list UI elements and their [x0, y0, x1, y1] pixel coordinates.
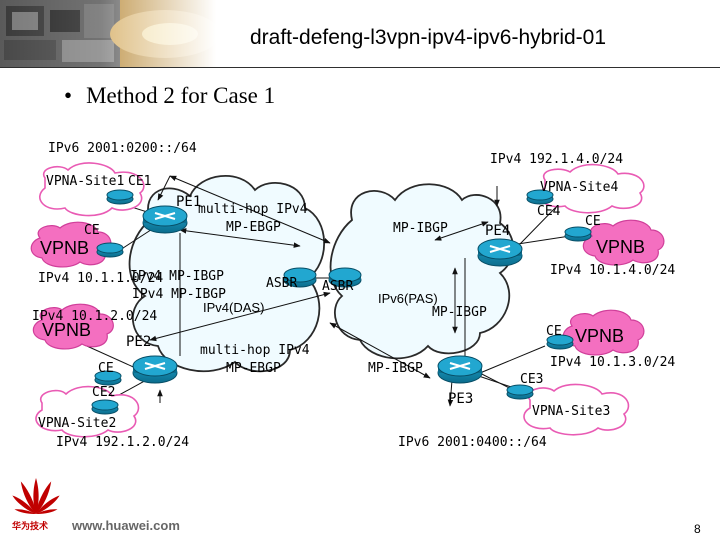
ce-pe3-router-icon	[546, 334, 574, 350]
site1-label: VPNA-Site1	[46, 174, 124, 189]
ce4-label: CE4	[537, 204, 561, 219]
vpnb-left-mid-cloud	[32, 303, 114, 350]
site4-cloud	[539, 163, 645, 214]
site2-label: VPNA-Site2	[38, 416, 116, 431]
pe4-router-icon	[477, 238, 523, 267]
site1-cloud	[39, 162, 145, 217]
site3-label: VPNA-Site3	[532, 404, 610, 419]
bullet-item: • Method 2 for Case 1	[64, 83, 275, 109]
session-mpebgp-bot: MP-EBGP	[226, 361, 281, 376]
asbr-left-router-icon	[283, 267, 317, 288]
network-diagram: IPv4(DAS) IPv6(PAS)	[30, 141, 675, 450]
session-ibgp-pe3: MP-IBGP	[368, 361, 423, 376]
bullet-text: Method 2 for Case 1	[86, 83, 276, 108]
pe3-router-icon	[437, 355, 483, 384]
site4-label: VPNA-Site4	[540, 180, 618, 195]
prefix-site3: IPv6 2001:0400::/64	[398, 435, 547, 450]
ce1-label: CE1	[128, 174, 151, 189]
ce2-router-icon	[91, 399, 119, 415]
vpnb-right-top-cloud	[582, 219, 665, 266]
asbr-left-label: ASBR	[266, 276, 297, 291]
header-rule	[0, 67, 720, 68]
session-ibgp-left-2: IPv4 MP-IBGP	[132, 287, 226, 302]
ce-pe4-router-icon	[564, 226, 592, 242]
prefix-vpnb-left: IPv4 10.1.1.0/24	[38, 271, 163, 286]
asbr-right-label: ASBR	[322, 279, 353, 294]
vpnb-left-top-label: VPNB	[40, 238, 89, 258]
prefix-vpnb-right-top: IPv4 10.1.4.0/24	[550, 263, 675, 278]
prefix-vpnb-right-bot: IPv4 10.1.3.0/24	[550, 355, 675, 370]
banner-graphic	[0, 0, 720, 68]
vpnb-left-mid-label: VPNB	[42, 320, 91, 340]
ce1-router-icon	[106, 189, 134, 205]
ce-pe3-label: CE	[546, 324, 562, 339]
session-arrows	[149, 175, 500, 407]
prefix-site1: IPv6 2001:0200::/64	[48, 141, 197, 156]
ce3-label: CE3	[520, 372, 543, 387]
site2-cloud	[35, 385, 140, 438]
session-ibgp-left-1: IPv4 MP-IBGP	[130, 269, 224, 284]
ce-mid-left-router-icon	[94, 370, 122, 386]
pe2-router-icon	[132, 355, 178, 384]
footer-brand-cn: 华为技术	[12, 522, 49, 532]
session-multihop-bot: multi-hop IPv4	[200, 343, 310, 358]
ce4-router-icon	[526, 189, 554, 205]
pe2-label: PE2	[126, 334, 151, 350]
session-mpebgp-top: MP-EBGP	[226, 220, 281, 235]
ce2-label: CE2	[92, 385, 115, 400]
ipv6-pas-label: IPv6(PAS)	[378, 291, 438, 306]
prefix-vpnb-mid: IPv4 10.1.2.0/24	[32, 309, 157, 324]
ce-top-left-label: CE	[84, 223, 100, 238]
page-number: 8	[694, 522, 701, 536]
vpnb-right-bot-label: VPNB	[575, 326, 624, 346]
pe3-label: PE3	[448, 391, 473, 407]
header-banner: draft-defeng-l3vpn-ipv4-ipv6-hybrid-01	[0, 0, 720, 68]
pe1-router-icon	[142, 205, 188, 234]
prefix-site4: IPv4 192.1.4.0/24	[490, 152, 623, 167]
huawei-logo-icon	[12, 478, 60, 515]
pe1-label: PE1	[176, 194, 201, 210]
ce-pe4-label: CE	[585, 214, 601, 229]
session-ibgp-pe4: MP-IBGP	[393, 221, 448, 236]
ce-mid-left-label: CE	[98, 361, 114, 376]
prefix-site2: IPv4 192.1.2.0/24	[56, 435, 189, 450]
session-ibgp-right: MP-IBGP	[432, 305, 487, 320]
footer-url: www.huawei.com	[72, 518, 180, 533]
vpnb-right-bot-cloud	[562, 309, 645, 356]
asbr-right-router-icon	[328, 267, 362, 288]
bullet-symbol: •	[64, 83, 73, 108]
pe4-label: PE4	[485, 223, 510, 239]
ce-top-left-router-icon	[96, 242, 124, 258]
slide-title: draft-defeng-l3vpn-ipv4-ipv6-hybrid-01	[250, 26, 607, 49]
ce3-router-icon	[506, 384, 534, 400]
vpnb-right-top-label: VPNB	[596, 237, 645, 257]
session-multihop-top: multi-hop IPv4	[198, 202, 308, 217]
site3-cloud	[523, 383, 630, 436]
